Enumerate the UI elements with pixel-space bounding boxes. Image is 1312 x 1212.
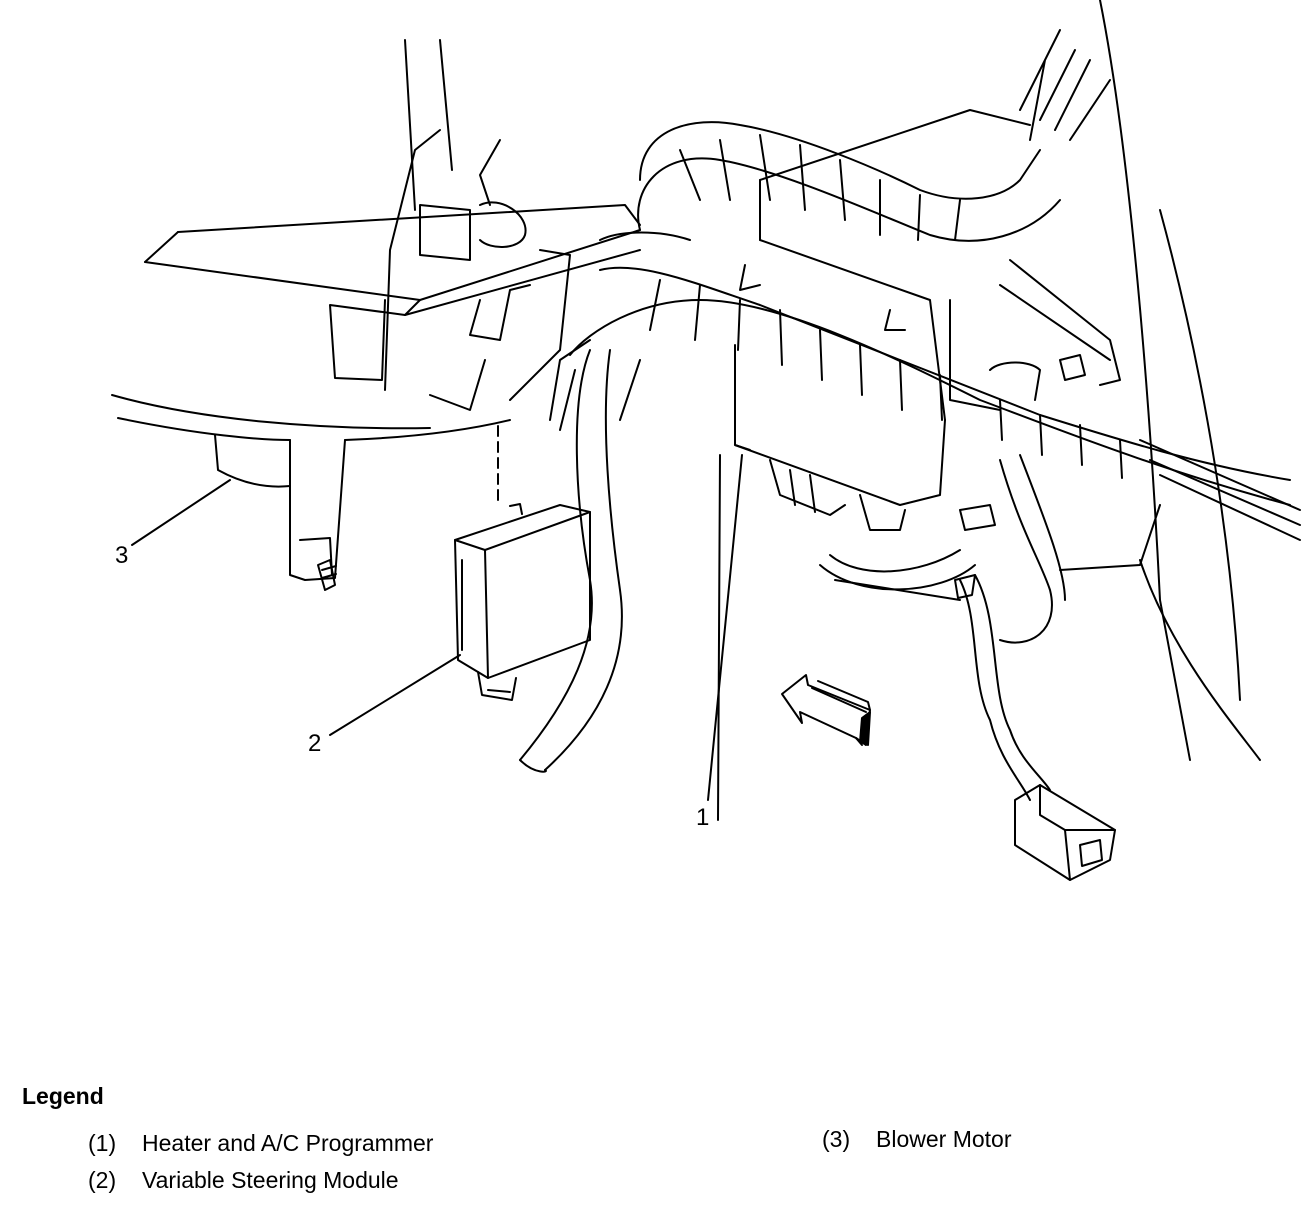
legend-item-label: Blower Motor — [876, 1126, 1012, 1152]
legend: Legend (1) Heater and A/C Programmer (2) V… — [0, 1075, 1312, 1212]
legend-item-label: Heater and A/C Programmer — [142, 1130, 434, 1156]
legend-item-number: (3) — [822, 1126, 851, 1152]
callout-label-2: 2 — [308, 730, 322, 757]
legend-title: Legend — [22, 1083, 104, 1109]
legend-item-3: (3) Blower Motor — [822, 1126, 1011, 1153]
legend-item-number: (2) — [88, 1167, 117, 1193]
callout-line-2 — [329, 654, 461, 736]
wiring-harness — [519, 29, 1301, 773]
callout-line-3 — [131, 479, 231, 546]
callout-label-3: 3 — [115, 542, 129, 569]
legend-item-label: Variable Steering Module — [142, 1167, 399, 1193]
floor-lines — [717, 454, 1161, 821]
legend-item-2: (2) Variable Steering Module — [88, 1167, 399, 1194]
side-panel — [959, 0, 1261, 761]
pigtail-connector — [954, 454, 1116, 881]
legend-item-number: (1) — [88, 1130, 117, 1156]
dash-crossmember — [144, 39, 641, 411]
heater-ac-programmer — [734, 109, 1031, 531]
legend-item-1: (1) Heater and A/C Programmer — [88, 1130, 433, 1157]
component-locator-illustration — [111, 0, 1301, 881]
variable-steering-module — [454, 419, 591, 701]
blower-motor — [111, 394, 511, 591]
callout-label-1: 1 — [696, 804, 710, 831]
callout-line-1 — [707, 454, 743, 801]
direction-arrow — [781, 674, 871, 746]
